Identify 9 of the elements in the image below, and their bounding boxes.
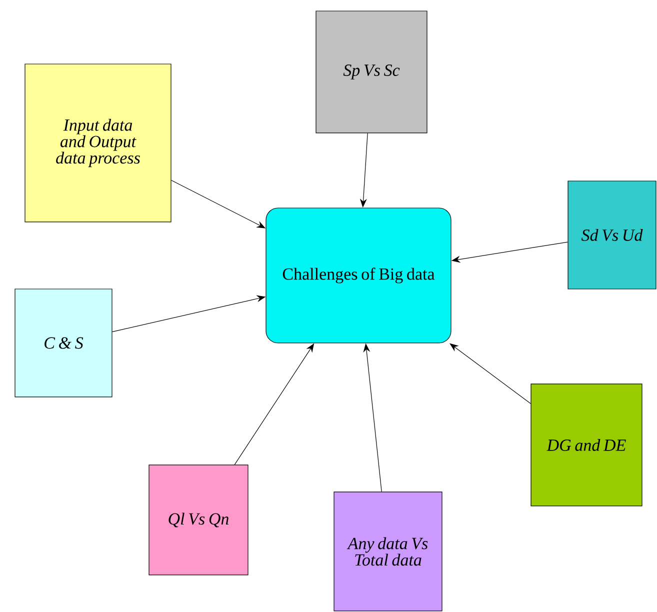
factor-box: DG and DE xyxy=(530,384,642,506)
factor-box: Sp Vs Sc xyxy=(316,10,428,134)
factor-box: Ql Vs Qn xyxy=(148,464,248,576)
factor-box: Any data Vs Total data xyxy=(334,492,442,612)
topic-box: Challenges of Big data xyxy=(266,208,452,344)
factor-box: Input data and Output data process xyxy=(24,64,172,222)
arrow xyxy=(450,343,531,404)
factor-box: Sd Vs Ud xyxy=(568,180,656,290)
factor-box: C & S xyxy=(14,288,112,398)
